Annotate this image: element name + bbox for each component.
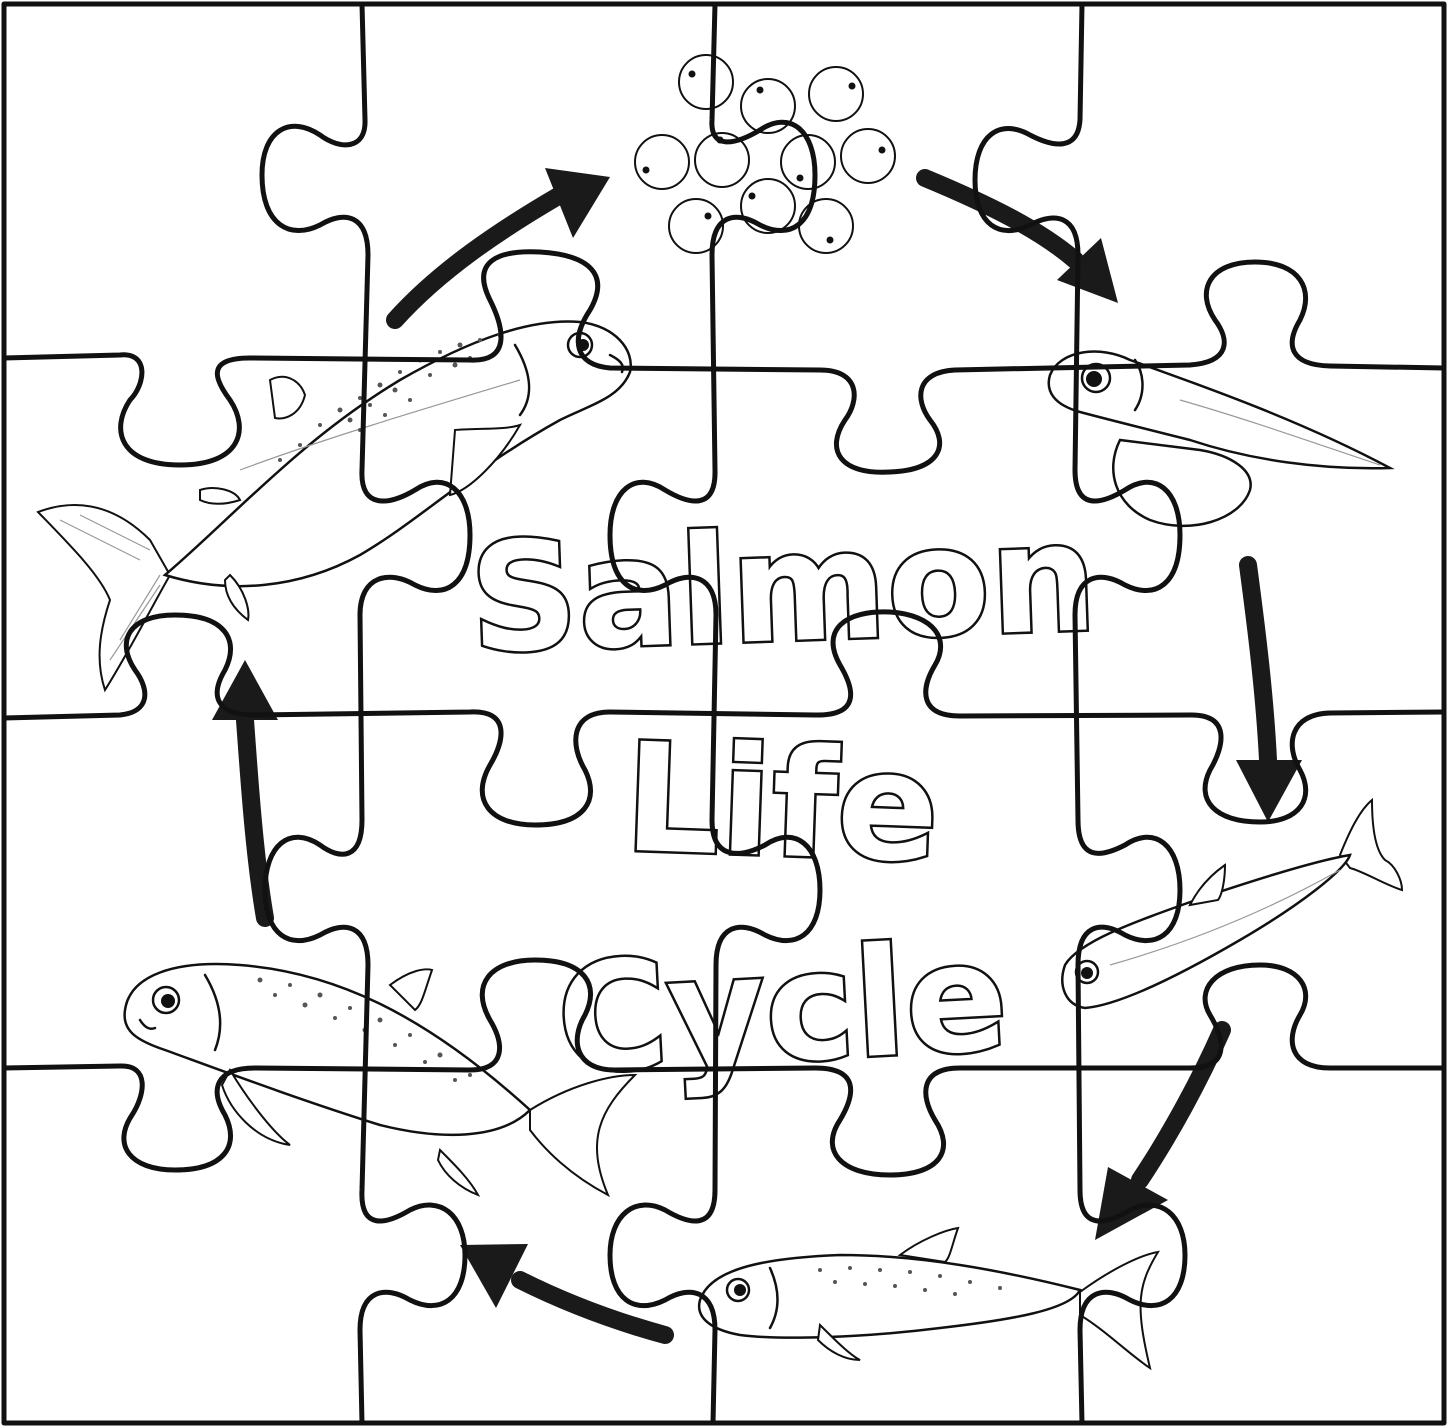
title-line-life: Life [622, 712, 942, 897]
arrow-eggs-to-alevin [925, 178, 1118, 303]
arrow-adult-to-eggs [395, 168, 610, 320]
arrow-smolt-to-spawning [460, 1244, 665, 1335]
title: Salmon Life Cycle [467, 491, 1100, 1108]
title-line-salmon: Salmon [467, 491, 1100, 687]
arrow-spawning-to-adult [212, 660, 278, 918]
egg-cluster-icon [635, 55, 895, 253]
fry-fish-icon [1062, 800, 1402, 1008]
arrow-alevin-to-fry [1236, 565, 1302, 822]
